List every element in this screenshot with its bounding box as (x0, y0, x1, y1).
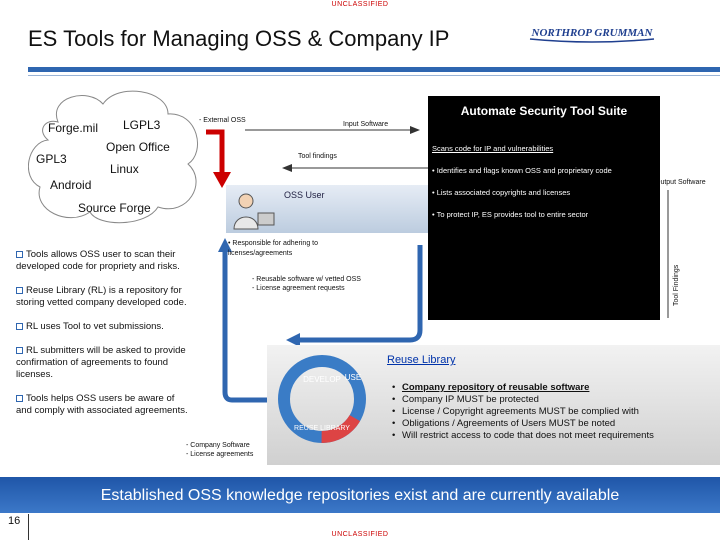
reusable-label-2: - License agreement requests (252, 285, 345, 292)
page-number: 16 (8, 515, 21, 527)
tool-findings-label: Tool findings (298, 153, 337, 160)
page-number-rule (28, 514, 29, 540)
suite-line-2: • Identifies and flags known OSS and pro… (432, 166, 612, 175)
bullet-3: RL uses Tool to vet submissions. (16, 321, 164, 333)
red-arrowhead (213, 172, 231, 188)
svg-text:REUSE LIBRARY: REUSE LIBRARY (294, 425, 350, 432)
classification-top: UNCLASSIFIED (331, 1, 389, 8)
classification-bottom: UNCLASSIFIED (331, 531, 389, 538)
input-software-label: Input Software (343, 121, 389, 128)
list-item: •Will restrict access to code that does … (392, 430, 654, 441)
output-software-label: Output Software (655, 179, 706, 186)
checkbox-bullet-icon (16, 323, 23, 330)
page-title: ES Tools for Managing OSS & Company IP (28, 26, 450, 51)
responsible-label-1: • Responsible for adhering to (228, 240, 319, 247)
bullet-5: Tools helps OSS users be aware of and co… (16, 393, 188, 416)
cloud-item-source-forge: Source Forge (78, 201, 151, 215)
svg-text:USE: USE (345, 373, 361, 382)
list-item: •Company IP MUST be protected (392, 394, 539, 405)
cloud-item-android: Android (50, 178, 92, 192)
bullet-2: Reuse Library (RL) is a repository for s… (16, 285, 187, 308)
svg-text:DEVELOP: DEVELOP (303, 375, 341, 384)
checkbox-bullet-icon (16, 347, 23, 354)
oss-user-label: OSS User (284, 190, 325, 200)
license-agreements-label: - License agreements (186, 451, 254, 458)
list-item: •License / Copyright agreements MUST be … (392, 406, 639, 417)
northrop-grumman-logo: NORTHROP GRUMMAN (529, 27, 655, 43)
list-item: •Company repository of reusable software (392, 382, 590, 393)
list-item: •Obligations / Agreements of Users MUST … (392, 418, 616, 429)
checkbox-bullet-icon (16, 287, 23, 294)
suite-line-4: • To protect IP, ES provides tool to ent… (432, 210, 589, 219)
security-tool-suite-panel: Automate Security Tool Suite Scans code … (428, 96, 660, 320)
blue-arrow-to-reuse (300, 245, 423, 343)
checkbox-bullet-icon (16, 395, 23, 402)
reusable-label-1: - Reusable software w/ vetted OSS (252, 276, 361, 283)
user-figure-icon (233, 193, 275, 230)
bullet-4: RL submitters will be asked to provide c… (16, 345, 186, 380)
checkbox-bullet-icon (16, 251, 23, 258)
header-rule-thin (28, 75, 720, 76)
cloud-item-gpl3: GPL3 (36, 152, 67, 166)
oss-user-box (226, 185, 428, 233)
reuse-library-list: •Company repository of reusable software… (392, 382, 654, 442)
cloud-item-linux: Linux (110, 162, 139, 176)
external-oss-label: - External OSS (199, 117, 246, 124)
cloud-item-forge-mil: Forge.mil (48, 121, 99, 135)
bullet-1: Tools allows OSS user to scan their deve… (16, 249, 180, 272)
cloud-item-lgpl3: LGPL3 (123, 118, 161, 132)
suite-line-3: • Lists associated copyrights and licens… (432, 188, 571, 197)
red-input-arrow (206, 129, 225, 175)
blue-arrow-up (222, 250, 268, 403)
svg-text:NORTHROP GRUMMAN: NORTHROP GRUMMAN (531, 27, 654, 39)
suite-title: Automate Security Tool Suite (460, 104, 628, 118)
responsible-label-2: licenses/agreements (228, 250, 293, 257)
reuse-library-title: Reuse Library (387, 354, 456, 366)
oss-source-cloud: Forge.mil LGPL3 Open Office GPL3 Linux A… (28, 82, 203, 227)
suite-line-1: Scans code for IP and vulnerabilities (432, 144, 554, 153)
tool-findings-vertical-label: Tool Findings (673, 264, 680, 306)
header-rule (28, 67, 720, 72)
cloud-shape (28, 90, 198, 224)
cloud-item-openoffice: Open Office (106, 140, 170, 154)
company-software-label: - Company Software (186, 442, 250, 449)
bottom-banner: Established OSS knowledge repositories e… (0, 477, 720, 513)
reuse-cycle-icon: DEVELOP USE REUSE LIBRARY (278, 355, 366, 443)
banner-text: Established OSS knowledge repositories e… (100, 487, 620, 504)
